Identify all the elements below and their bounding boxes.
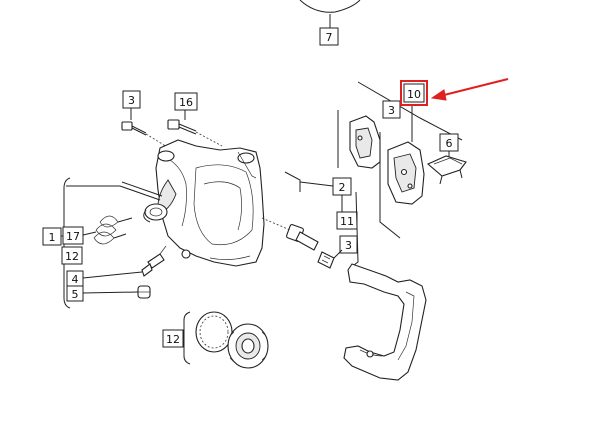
callout-label-12-bottom: 12: [166, 333, 180, 346]
group-line-2: [284, 171, 301, 192]
leader-17: [82, 231, 97, 236]
guide-bushing: [317, 249, 343, 269]
callout-label-3-mid: 3: [345, 239, 352, 252]
bleeder-cap-5: [137, 285, 151, 299]
callout-label-3-top: 3: [128, 94, 135, 107]
brake-pad-inner: [387, 141, 425, 205]
callout-box-16[interactable]: [174, 92, 198, 111]
callout-label-6: 6: [446, 137, 453, 150]
callout-box-5[interactable]: [66, 285, 84, 302]
caliper-carrier-bracket: [343, 263, 427, 381]
highlight-box-10: [400, 80, 428, 106]
dust-boot: [227, 323, 269, 369]
callout-label-5: 5: [72, 288, 79, 301]
anti-rattle-clip-6: [426, 155, 467, 185]
spring-clip-17: [93, 215, 133, 245]
caliper-housing: [155, 139, 265, 267]
callout-box-10[interactable]: [403, 83, 425, 103]
callout-label-7: 7: [326, 31, 333, 44]
callout-label-4: 4: [72, 273, 79, 286]
caliper-spring: [119, 181, 168, 223]
leader-2: [299, 181, 334, 187]
guide-bolt-16: [167, 119, 223, 147]
seal-ring: [195, 311, 233, 353]
group-bracket-12-bottom: [183, 311, 191, 365]
leader-4: [82, 271, 143, 279]
callout-box-3-pad[interactable]: [382, 100, 401, 119]
brake-pad-outer: [349, 115, 381, 169]
callout-box-17[interactable]: [62, 226, 84, 245]
callout-label-17: 17: [66, 230, 80, 243]
callout-label-12-left: 12: [65, 250, 79, 263]
callout-label-2: 2: [339, 181, 346, 194]
callout-label-1: 1: [49, 231, 56, 244]
callout-label-10: 10: [407, 88, 421, 101]
brake-disc-edge: [299, 0, 361, 13]
group-line-pads-top: [357, 81, 463, 141]
callout-label-16: 16: [179, 96, 193, 109]
bleeder-screw-4: [141, 245, 167, 277]
callout-label-3-pad: 3: [388, 104, 395, 117]
callout-label-11: 11: [340, 215, 354, 228]
leader-5: [82, 291, 139, 294]
red-arrow: [430, 78, 509, 101]
callout-box-12-left[interactable]: [61, 246, 83, 265]
guide-pin: [261, 217, 319, 251]
group-bracket-2: [349, 191, 359, 269]
callout-box-7[interactable]: [319, 27, 339, 46]
